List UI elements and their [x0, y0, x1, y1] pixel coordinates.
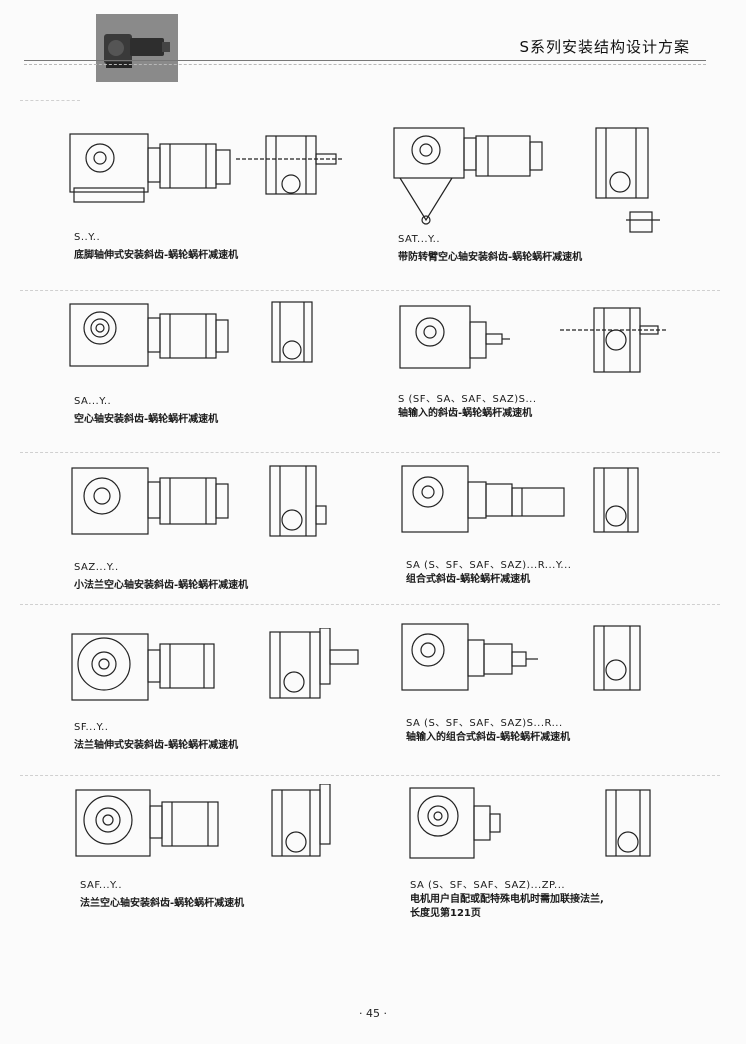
gearbox-drawing: [66, 298, 366, 408]
header-divider-dashed: [24, 64, 706, 65]
mounting-item: S (SF、SA、SAF、SAZ)S... 轴输入的斜齿-蜗轮蜗杆减速机: [390, 298, 720, 448]
model-code: SF...Y..: [74, 722, 109, 733]
gearbox-drawing: [398, 620, 698, 730]
gear-motor-photo-icon: [96, 14, 178, 82]
model-code: SA (S、SF、SAF、SAZ)...ZP...: [410, 880, 566, 891]
model-description: 带防转臂空心轴安装斜齿-蜗轮蜗杆减速机: [398, 252, 583, 263]
page-title: S系列安装结构设计方案: [519, 38, 690, 56]
model-description: 法兰轴伸式安装斜齿-蜗轮蜗杆减速机: [74, 740, 239, 751]
gearbox-drawing: [72, 784, 372, 894]
model-description: 底脚轴伸式安装斜齿-蜗轮蜗杆减速机: [74, 250, 239, 261]
gearbox-drawing: [390, 298, 690, 408]
model-description: 电机用户自配或配特殊电机时需加联接法兰,: [410, 894, 604, 905]
scan-mark: [20, 452, 720, 453]
model-description: 轴输入的组合式斜齿-蜗轮蜗杆减速机: [406, 732, 571, 743]
mounting-item: SF...Y.. 法兰轴伸式安装斜齿-蜗轮蜗杆减速机: [66, 628, 396, 778]
mounting-item: SA (S、SF、SAF、SAZ)S...R... 轴输入的组合式斜齿-蜗轮蜗杆…: [398, 620, 728, 770]
model-description: 小法兰空心轴安装斜齿-蜗轮蜗杆减速机: [74, 580, 249, 591]
mounting-item: SAZ...Y.. 小法兰空心轴安装斜齿-蜗轮蜗杆减速机: [66, 462, 396, 612]
mounting-item: SA (S、SF、SAF、SAZ)...ZP... 电机用户自配或配特殊电机时需…: [402, 784, 732, 934]
model-code: SAZ...Y..: [74, 562, 119, 573]
header-divider: [24, 60, 706, 61]
model-description: 组合式斜齿-蜗轮蜗杆减速机: [406, 574, 531, 585]
model-code: S (SF、SA、SAF、SAZ)S...: [398, 394, 537, 405]
model-code: SA...Y..: [74, 396, 112, 407]
mounting-item: SA...Y.. 空心轴安装斜齿-蜗轮蜗杆减速机: [66, 298, 396, 448]
model-code: SA (S、SF、SAF、SAZ)...R...Y...: [406, 560, 572, 571]
gearbox-drawing: [66, 462, 366, 572]
model-description: 轴输入的斜齿-蜗轮蜗杆减速机: [398, 408, 533, 419]
model-description: 空心轴安装斜齿-蜗轮蜗杆减速机: [74, 414, 219, 425]
model-code: S..Y..: [74, 232, 101, 243]
mounting-item: SA (S、SF、SAF、SAZ)...R...Y... 组合式斜齿-蜗轮蜗杆减…: [398, 462, 728, 612]
mounting-item: S..Y.. 底脚轴伸式安装斜齿-蜗轮蜗杆减速机: [66, 128, 396, 278]
model-description-note: 长度见第121页: [410, 908, 481, 919]
model-code: SAF...Y..: [80, 880, 122, 891]
gearbox-drawing: [66, 128, 366, 238]
mounting-item: SAT...Y.. 带防转臂空心轴安装斜齿-蜗轮蜗杆减速机: [390, 124, 720, 274]
scan-mark: [20, 290, 720, 291]
gearbox-drawing: [66, 628, 366, 738]
mounting-item: SAF...Y.. 法兰空心轴安装斜齿-蜗轮蜗杆减速机: [72, 784, 402, 934]
model-code: SA (S、SF、SAF、SAZ)S...R...: [406, 718, 563, 729]
page-number: · 45 ·: [359, 1007, 387, 1020]
gearbox-drawing: [390, 124, 690, 234]
model-description: 法兰空心轴安装斜齿-蜗轮蜗杆减速机: [80, 898, 245, 909]
model-code: SAT...Y..: [398, 234, 440, 245]
gearbox-drawing: [402, 784, 702, 894]
scan-mark: [20, 100, 80, 101]
scan-mark: [20, 775, 720, 776]
gearbox-drawing: [398, 462, 698, 572]
scan-mark: [20, 604, 720, 605]
